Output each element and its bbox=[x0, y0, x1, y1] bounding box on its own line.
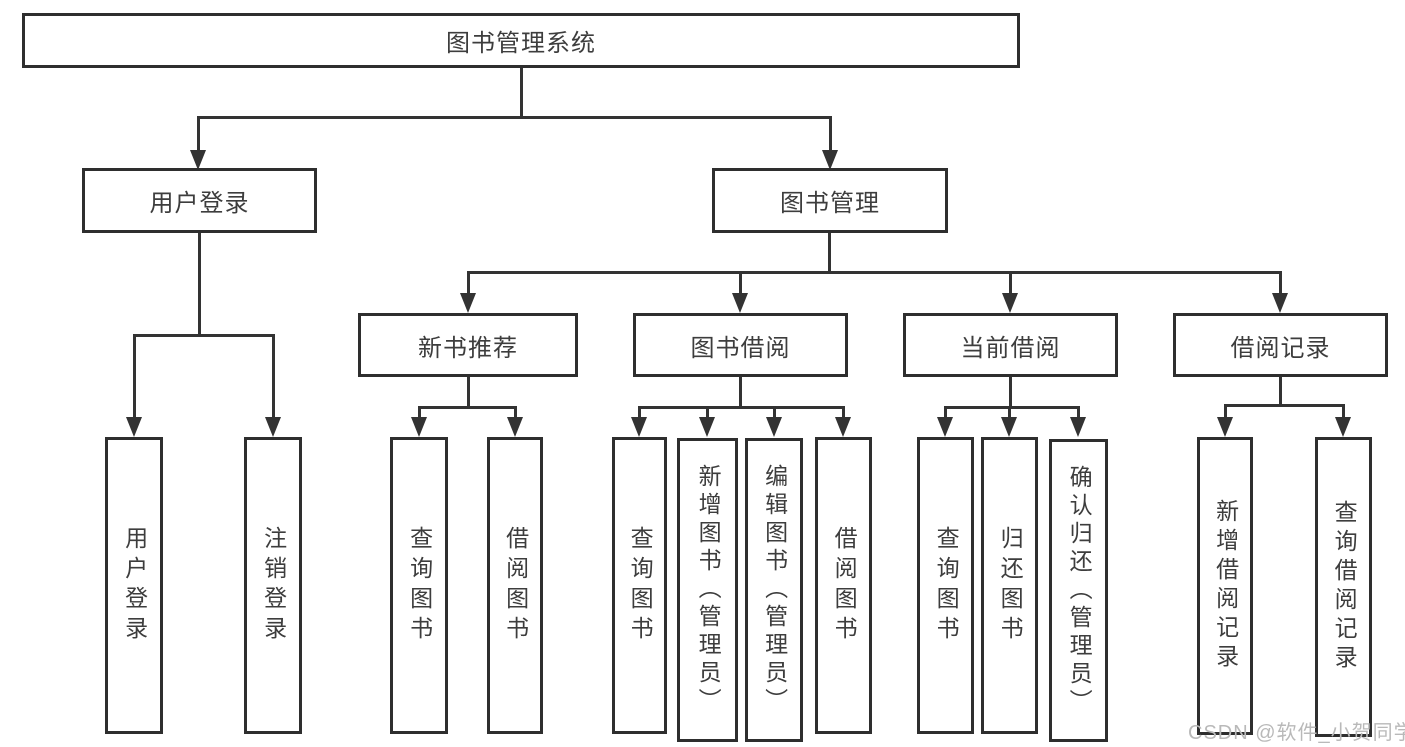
arrow-down-icon bbox=[835, 407, 852, 437]
arrow-down-icon bbox=[1002, 273, 1019, 313]
connector bbox=[1224, 404, 1345, 407]
arrow-down-icon bbox=[126, 336, 143, 437]
arrow-down-icon bbox=[460, 273, 477, 313]
node-current-borrowing: 当前借阅 bbox=[903, 313, 1118, 377]
arrow-down-icon bbox=[190, 118, 207, 170]
node-logout: 注销登录 bbox=[244, 437, 302, 734]
node-query-borrow-record: 查询借阅记录 bbox=[1315, 437, 1372, 737]
node-edit-books-admin: 编辑图书（管理员） bbox=[745, 438, 803, 742]
arrow-down-icon bbox=[411, 407, 428, 437]
csdn-watermark: CSDN @软件_小贺同学 bbox=[1188, 722, 1405, 744]
connector bbox=[418, 406, 517, 409]
arrow-down-icon bbox=[732, 273, 749, 313]
node-borrowing-records: 借阅记录 bbox=[1173, 313, 1388, 377]
connector bbox=[197, 116, 832, 119]
node-query-books: 查询图书 bbox=[917, 437, 974, 734]
arrow-down-icon bbox=[699, 407, 716, 437]
node-library-management-system: 图书管理系统 bbox=[22, 13, 1020, 68]
connector bbox=[944, 406, 1080, 409]
node-book-borrowing: 图书借阅 bbox=[633, 313, 848, 377]
connector bbox=[467, 377, 470, 408]
node-user-login-action: 用户登录 bbox=[105, 437, 163, 734]
node-book-management: 图书管理 bbox=[712, 168, 948, 233]
connector bbox=[1279, 377, 1282, 406]
arrow-down-icon bbox=[1001, 407, 1018, 437]
node-add-books-admin: 新增图书（管理员） bbox=[677, 438, 738, 742]
connector bbox=[520, 68, 523, 118]
arrow-down-icon bbox=[631, 407, 648, 437]
arrow-down-icon bbox=[1272, 273, 1289, 313]
node-query-books: 查询图书 bbox=[390, 437, 448, 734]
arrow-down-icon bbox=[507, 407, 524, 437]
node-query-books: 查询图书 bbox=[612, 437, 667, 734]
arrow-down-icon bbox=[822, 118, 839, 170]
arrow-down-icon bbox=[265, 336, 282, 437]
node-confirm-return-admin: 确认归还（管理员） bbox=[1049, 439, 1108, 742]
arrow-down-icon bbox=[766, 407, 783, 437]
arrow-down-icon bbox=[937, 407, 954, 437]
node-user-login: 用户登录 bbox=[82, 168, 317, 233]
connector bbox=[1009, 377, 1012, 408]
connector bbox=[828, 233, 831, 273]
arrow-down-icon bbox=[1070, 407, 1087, 437]
connector bbox=[467, 271, 1282, 274]
node-return-books: 归还图书 bbox=[981, 437, 1038, 734]
node-new-book-recommend: 新书推荐 bbox=[358, 313, 578, 377]
connector bbox=[133, 334, 275, 337]
node-borrow-books: 借阅图书 bbox=[487, 437, 543, 734]
connector bbox=[198, 233, 201, 337]
node-add-borrow-record: 新增借阅记录 bbox=[1197, 437, 1253, 735]
arrow-down-icon bbox=[1217, 405, 1234, 437]
connector bbox=[638, 406, 845, 409]
arrow-down-icon bbox=[1335, 405, 1352, 437]
connector bbox=[739, 377, 742, 408]
node-borrow-books: 借阅图书 bbox=[815, 437, 872, 734]
